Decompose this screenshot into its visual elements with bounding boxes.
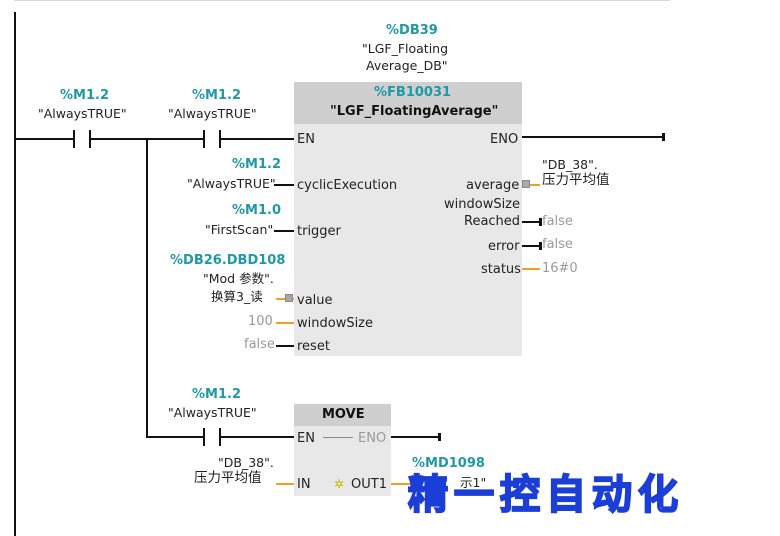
fb-pin-reset: reset [297,339,330,354]
contact2-right-bar[interactable] [219,130,221,148]
move-en-eno-line [323,437,353,438]
move-in-line2[interactable]: 压力平均值 [194,470,262,486]
move-out-address[interactable]: %MD1098 [412,456,485,471]
contact1-address[interactable]: %M1.2 [60,88,109,103]
rung1-wire-c [221,138,294,140]
value-type-flag [285,294,293,302]
error-value[interactable]: false [542,237,573,252]
fb-pin-average: average [466,178,520,193]
move-eno-wire [391,436,439,438]
instance-db-name-line1[interactable]: "LGF_Floating [362,41,449,56]
reset-input-wire [276,345,294,347]
move-block-header [294,404,391,426]
move-out-icon: ✲ [334,477,345,491]
cyclic-input-wire [274,184,294,186]
fb-pin-eno: ENO [490,132,519,147]
fb-name[interactable]: "LGF_FloatingAverage" [330,104,499,119]
reset-value[interactable]: false [244,337,275,352]
branch-vertical [146,138,148,438]
error-output-end [539,242,542,250]
value-param-line1[interactable]: "Mod 参数". [203,271,274,286]
rung1-wire-a [16,138,74,140]
average-out-line1[interactable]: "DB_38". [542,157,598,172]
wr-output-end [539,218,542,226]
move-block-name[interactable]: MOVE [322,407,365,422]
fb-pin-cyclic-execution: cyclicExecution [297,178,398,193]
move-pin-eno: ENO [358,431,387,446]
trigger-input-wire [274,230,294,232]
n2-contact-left-bar[interactable] [203,428,205,446]
contact1-right-bar[interactable] [89,130,91,148]
cyclic-param-symbol[interactable]: "AlwaysTRUE" [187,176,276,191]
n2-contact-symbol[interactable]: "AlwaysTRUE" [168,405,257,420]
fb-pin-window-size: windowSize [297,316,374,331]
average-out-line2[interactable]: 压力平均值 [542,172,610,188]
contact1-symbol[interactable]: "AlwaysTRUE" [38,106,127,121]
move-pin-out1: OUT1 [351,477,387,492]
value-param-line2[interactable]: 换算3_读 [211,289,263,304]
fb-pin-status: status [481,262,521,277]
contact1-left-bar[interactable] [73,130,75,148]
move-eno-end [438,433,441,441]
window-size-input-wire [276,322,294,324]
fb-pin-value: value [297,293,333,308]
wr-output-wire [522,221,540,223]
move-out-symbol[interactable]: 示1" [460,475,487,490]
n2-wire-b [221,436,294,438]
cyclic-param-address[interactable]: %M1.2 [232,157,281,172]
eno-output-wire [522,136,664,138]
contact2-address[interactable]: %M1.2 [192,88,241,103]
network-separator [14,0,670,1]
fb-pin-error: error [488,239,520,254]
fb-floating-average-block[interactable] [294,82,522,356]
n2-contact-address[interactable]: %M1.2 [192,387,241,402]
contact2-symbol[interactable]: "AlwaysTRUE" [168,106,257,121]
instance-db-address[interactable]: %DB39 [386,23,438,38]
eno-output-end [662,133,665,141]
status-value[interactable]: 16#0 [542,261,578,276]
n2-wire-a [146,436,204,438]
move-in-wire [276,483,294,485]
trigger-param-address[interactable]: %M1.0 [232,203,281,218]
move-pin-en: EN [297,431,315,446]
power-rail [14,12,16,536]
instance-db-name-line2[interactable]: Average_DB" [366,58,448,73]
error-output-wire [522,245,540,247]
window-size-value[interactable]: 100 [248,314,273,329]
move-pin-in: IN [297,477,311,492]
contact2-left-bar[interactable] [203,130,205,148]
wr-value[interactable]: false [542,214,573,229]
fb-address[interactable]: %FB10031 [374,85,452,100]
value-param-address[interactable]: %DB26.DBD108 [170,253,286,268]
n2-contact-right-bar[interactable] [219,428,221,446]
average-output-wire [522,184,540,186]
fb-pin-trigger: trigger [297,224,341,239]
fb-pin-window-size-reached-2: Reached [464,214,521,229]
fb-pin-window-size-reached-1: windowSize [444,197,521,212]
watermark-text: 精一控自动化 [407,471,684,519]
move-out-wire [391,483,411,485]
fb-pin-en: EN [297,132,315,147]
status-output-wire [522,268,540,270]
move-in-line1[interactable]: "DB_38". [218,455,274,470]
average-type-flag [522,180,530,188]
trigger-param-symbol[interactable]: "FirstScan" [205,222,274,237]
fb-block-header [294,82,522,124]
